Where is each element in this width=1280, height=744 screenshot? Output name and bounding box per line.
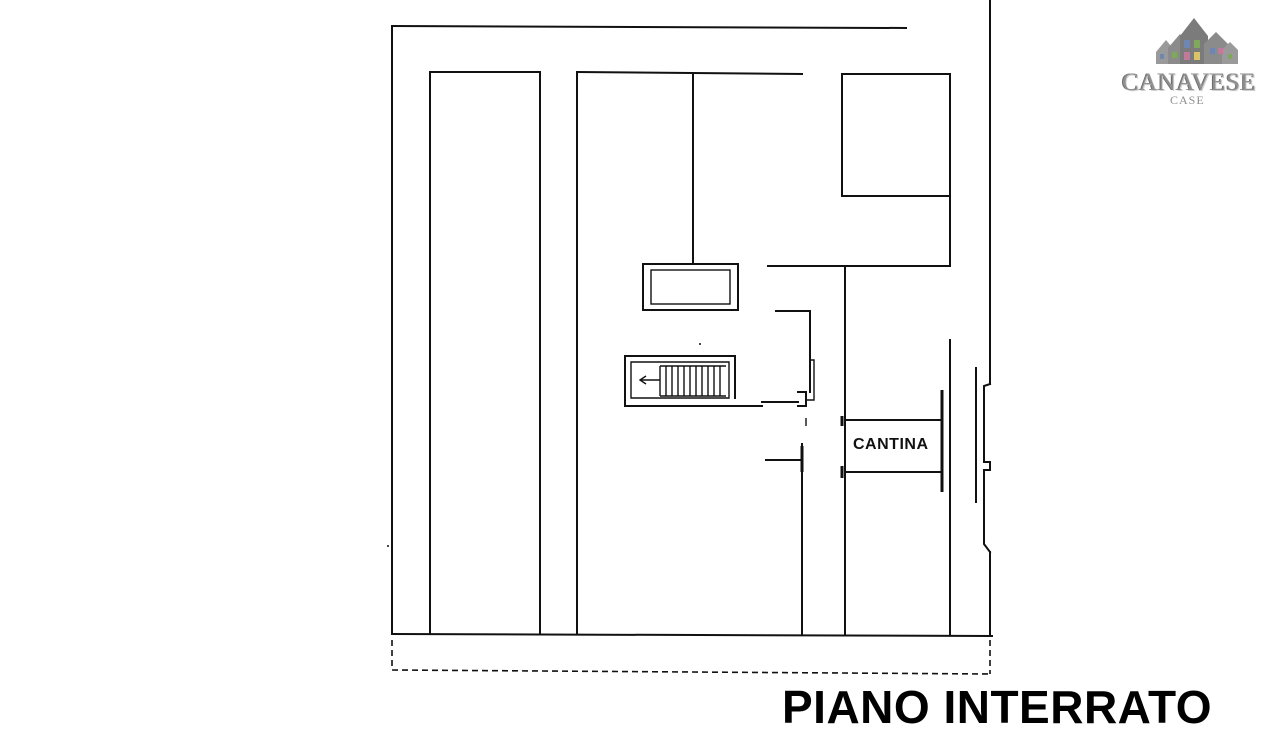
lift-shaft: [642, 263, 739, 311]
central-room: [575, 70, 804, 635]
corridor: [765, 310, 815, 472]
top-right-room: [767, 73, 951, 267]
left-room: [429, 71, 541, 635]
outer-walls: [390, 0, 994, 638]
canavese-case-logo: CANAVESE CASE: [1118, 14, 1270, 106]
floor-title: PIANO INTERRATO: [782, 681, 1213, 733]
logo-sub: CASE: [1170, 93, 1205, 107]
dashed-boundary: [391, 640, 991, 675]
house-roofs-icon: [1156, 18, 1238, 64]
stairwell: [624, 355, 799, 407]
cantina-room: [840, 265, 951, 635]
right-wall-jog: [975, 367, 992, 554]
room-label-cantina: CANTINA: [853, 436, 929, 453]
logo-name: CANAVESE: [1122, 69, 1257, 96]
